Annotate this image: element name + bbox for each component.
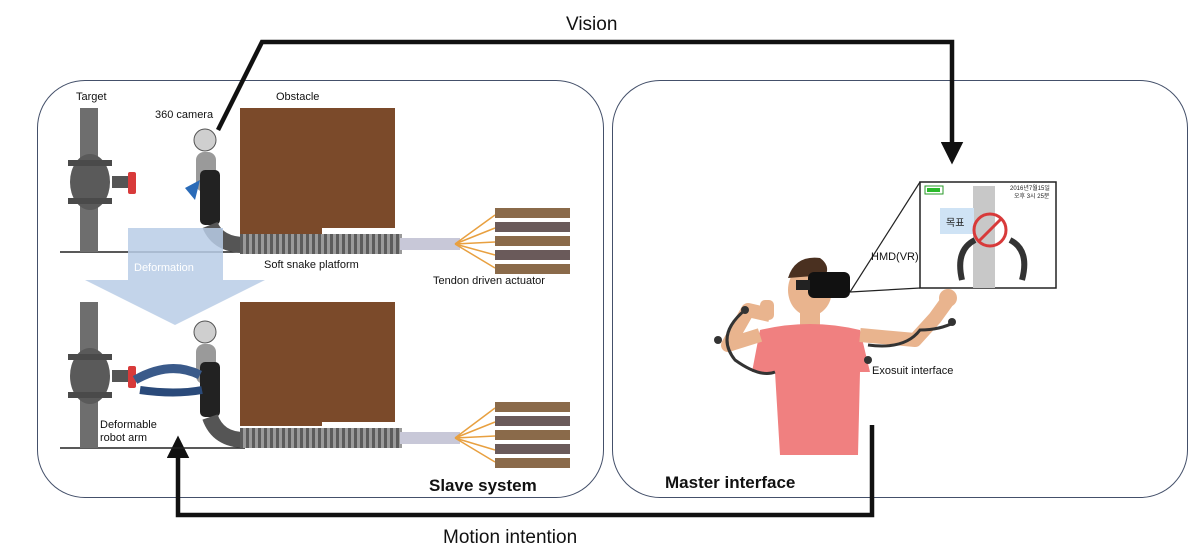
hmd-label: HMD(VR) xyxy=(871,251,919,263)
obstacle-label: Obstacle xyxy=(276,91,320,103)
master-interface-panel xyxy=(612,80,1188,498)
snake-robot-bottom xyxy=(132,320,460,448)
motion-intention-arrow xyxy=(166,425,875,518)
slave-system-panel xyxy=(37,80,604,498)
tendon-actuator-bottom xyxy=(454,402,570,468)
obstacle-bottom xyxy=(240,302,395,426)
target-valve-top xyxy=(68,108,136,252)
deformable-robot-arm-label-line2: robot arm xyxy=(100,432,148,444)
vision-arrow xyxy=(215,39,964,165)
motion-intention-label: Motion intention xyxy=(443,527,578,548)
target-valve-bottom xyxy=(68,302,136,448)
hmd-view-inset xyxy=(849,181,1057,293)
tendon-actuator-top xyxy=(454,208,570,274)
hmd-timestamp-line2: 오후 3시 25분 xyxy=(1014,194,1050,200)
camera-label: 360 camera xyxy=(155,109,214,121)
target-label: Target xyxy=(76,91,107,103)
hmd-overlay-target-text: 목표 xyxy=(946,218,965,229)
operator-figure xyxy=(714,257,957,455)
soft-snake-platform-label: Soft snake platform xyxy=(264,259,359,271)
deformable-robot-arm-label-line1: Deformable xyxy=(100,419,157,431)
slave-system-label: Slave system xyxy=(429,476,537,495)
master-interface-label: Master interface xyxy=(665,473,796,492)
exosuit-interface-label: Exosuit interface xyxy=(872,365,954,377)
vision-label: Vision xyxy=(566,14,618,35)
deformation-arrow xyxy=(85,228,265,325)
deformation-label: Deformation xyxy=(134,262,194,274)
hmd-timestamp-line1: 2016년7월15일 xyxy=(1010,186,1050,192)
tendon-driven-actuator-label: Tendon driven actuator xyxy=(433,275,545,287)
